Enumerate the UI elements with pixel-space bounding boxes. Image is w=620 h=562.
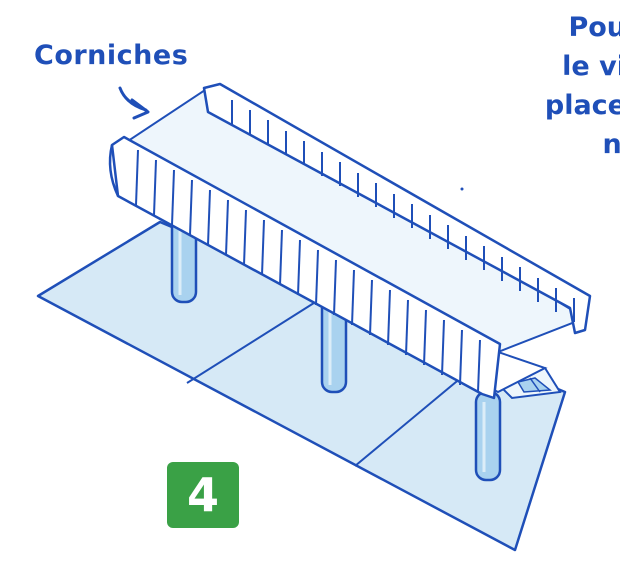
pillar-front <box>474 390 502 482</box>
side-caption-line-4: ne <box>602 129 620 160</box>
step-number-badge: 4 <box>167 462 239 528</box>
arrow-icon <box>118 86 150 120</box>
side-caption-line-3: place <box>544 90 620 121</box>
side-caption: Pou le vi place ne <box>545 8 620 164</box>
speck <box>460 187 464 191</box>
cornice-front <box>108 135 502 400</box>
cornice-back <box>202 82 592 335</box>
corniches-label: Corniches <box>34 40 189 71</box>
slab-divider-1 <box>186 295 326 384</box>
side-caption-line-1: Pou <box>568 12 620 43</box>
side-caption-line-2: le vi <box>562 51 620 82</box>
